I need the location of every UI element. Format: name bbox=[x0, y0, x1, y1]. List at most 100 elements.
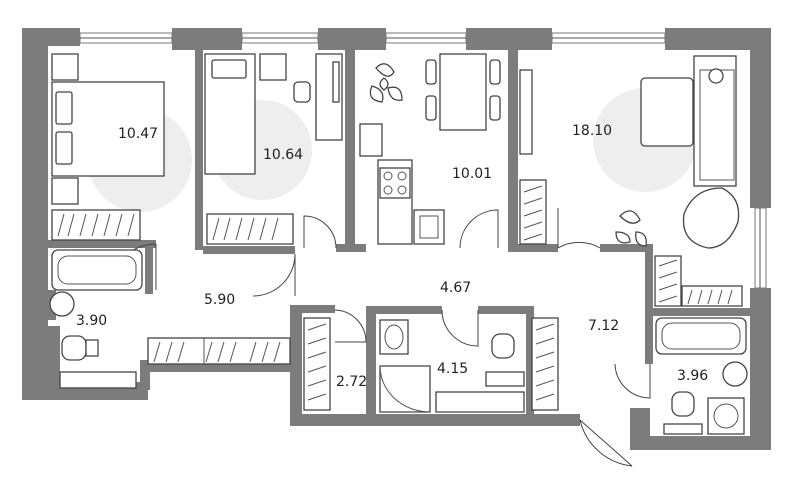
wall-living-bottom bbox=[600, 244, 653, 252]
chair-icon bbox=[489, 95, 501, 121]
wall-bath-right-left bbox=[645, 308, 653, 364]
windows bbox=[79, 32, 767, 289]
tv-unit-icon bbox=[519, 69, 533, 155]
hall-furniture bbox=[147, 317, 559, 411]
wardrobe-icon bbox=[681, 285, 743, 307]
door-bathroom-center bbox=[441, 309, 479, 347]
chair-icon bbox=[425, 95, 437, 121]
toilet-icon bbox=[491, 333, 515, 359]
bathroom-right-fixtures bbox=[655, 317, 748, 435]
wall-bed2-bottom bbox=[203, 246, 295, 254]
wall-top-4 bbox=[466, 28, 552, 50]
toilet-tank-icon bbox=[663, 423, 703, 435]
bedroom-1-furniture bbox=[51, 53, 165, 241]
door-entrance bbox=[579, 419, 633, 467]
pillow-icon bbox=[211, 59, 247, 79]
wall-bed2-kitchen bbox=[345, 50, 355, 250]
room-area-kitchen: 10.01 bbox=[452, 166, 492, 182]
wall-bath-top-right bbox=[478, 306, 534, 314]
wall-kitchen-bottom-left bbox=[336, 244, 366, 252]
room-area-hall: 5.90 bbox=[204, 292, 235, 308]
toilet-icon bbox=[671, 391, 695, 417]
nightstand-icon bbox=[51, 53, 79, 81]
door-bedroom-2 bbox=[252, 253, 296, 297]
toilet-icon bbox=[61, 335, 87, 361]
wall-bed1-bottom bbox=[48, 240, 156, 248]
wall-bottom-right-step bbox=[630, 408, 650, 450]
wall-top-2 bbox=[172, 28, 242, 50]
wall-bath-left-lower bbox=[48, 326, 60, 396]
wall-bath-top-left bbox=[366, 306, 442, 314]
area-labels: 10.47 10.64 10.01 18.10 5.90 4.67 3.90 2… bbox=[76, 123, 708, 390]
wall-bath-right-top bbox=[653, 308, 750, 316]
pillow-icon bbox=[55, 131, 73, 165]
stove-icon bbox=[379, 167, 411, 199]
wall-hall-bottom bbox=[140, 362, 294, 372]
storage-shelf-icon bbox=[303, 317, 331, 411]
wall-kitchen-living bbox=[508, 50, 518, 252]
toilet-tank-icon bbox=[85, 339, 99, 357]
walls bbox=[22, 28, 771, 450]
sink-icon bbox=[413, 209, 445, 245]
wall-right-top bbox=[750, 28, 771, 208]
wall-bottom-step bbox=[140, 360, 150, 390]
bathroom-left-fixtures bbox=[49, 249, 143, 389]
wardrobe-icon bbox=[531, 317, 559, 411]
wall-kitchen-bottom-right bbox=[508, 244, 558, 252]
living-room-furniture bbox=[519, 55, 743, 307]
bathroom-center-fixtures bbox=[379, 319, 525, 413]
wall-storage-bath bbox=[366, 308, 376, 418]
bathtub-icon bbox=[51, 249, 143, 291]
armchair-icon bbox=[682, 187, 740, 249]
kitchen-furniture bbox=[359, 53, 501, 245]
monitor-icon bbox=[332, 61, 340, 103]
room-area-living-room: 18.10 bbox=[572, 123, 612, 139]
plant-icon bbox=[615, 210, 647, 247]
room-area-bedroom-1: 10.47 bbox=[118, 126, 158, 142]
wardrobe-icon bbox=[519, 179, 547, 245]
dining-table-icon bbox=[439, 53, 487, 131]
door-bathroom-right bbox=[614, 363, 651, 399]
door-kitchen-2 bbox=[459, 209, 499, 249]
doors bbox=[109, 208, 651, 467]
room-area-bathroom-left: 3.90 bbox=[76, 313, 107, 329]
lamp-icon bbox=[708, 68, 724, 84]
room-area-bedroom-2: 10.64 bbox=[263, 147, 303, 163]
plant-icon bbox=[369, 63, 403, 103]
door-living bbox=[557, 208, 601, 249]
wall-right-bottom bbox=[750, 288, 771, 450]
coffee-table-icon bbox=[640, 77, 694, 147]
chair-icon bbox=[425, 59, 437, 85]
wall-left bbox=[22, 28, 48, 400]
sink-icon bbox=[49, 291, 75, 317]
bathtub-icon bbox=[655, 317, 747, 355]
wall-bath-left-right bbox=[145, 244, 153, 294]
room-area-corridor: 4.67 bbox=[440, 280, 471, 296]
chair-icon bbox=[293, 81, 311, 103]
nightstand-icon bbox=[51, 177, 79, 205]
wall-bottom-right bbox=[650, 436, 771, 450]
wall-bottom-center bbox=[290, 414, 580, 426]
chair-icon bbox=[489, 59, 501, 85]
nightstand-icon bbox=[259, 53, 287, 81]
wardrobe-icon bbox=[654, 255, 682, 307]
toilet-tank-icon bbox=[485, 371, 525, 387]
room-area-bathroom-center: 4.15 bbox=[437, 361, 468, 377]
door-storage bbox=[334, 309, 367, 343]
pillow-icon bbox=[55, 91, 73, 125]
shower-tray-icon bbox=[379, 365, 431, 413]
wall-storage-top bbox=[290, 305, 335, 313]
wardrobe-icon bbox=[206, 213, 294, 245]
wall-top-right bbox=[665, 28, 771, 50]
fridge-icon bbox=[359, 123, 383, 157]
wall-storage-left bbox=[290, 305, 302, 426]
room-area-storage: 2.72 bbox=[336, 374, 367, 390]
wardrobe-icon bbox=[51, 209, 141, 241]
washing-machine-icon bbox=[707, 397, 745, 435]
wall-bath-entrance bbox=[526, 308, 534, 418]
room-area-bathroom-right: 3.96 bbox=[677, 368, 708, 384]
door-kitchen bbox=[303, 215, 337, 249]
bedroom-2-furniture bbox=[204, 53, 343, 245]
wall-top-3 bbox=[318, 28, 386, 50]
